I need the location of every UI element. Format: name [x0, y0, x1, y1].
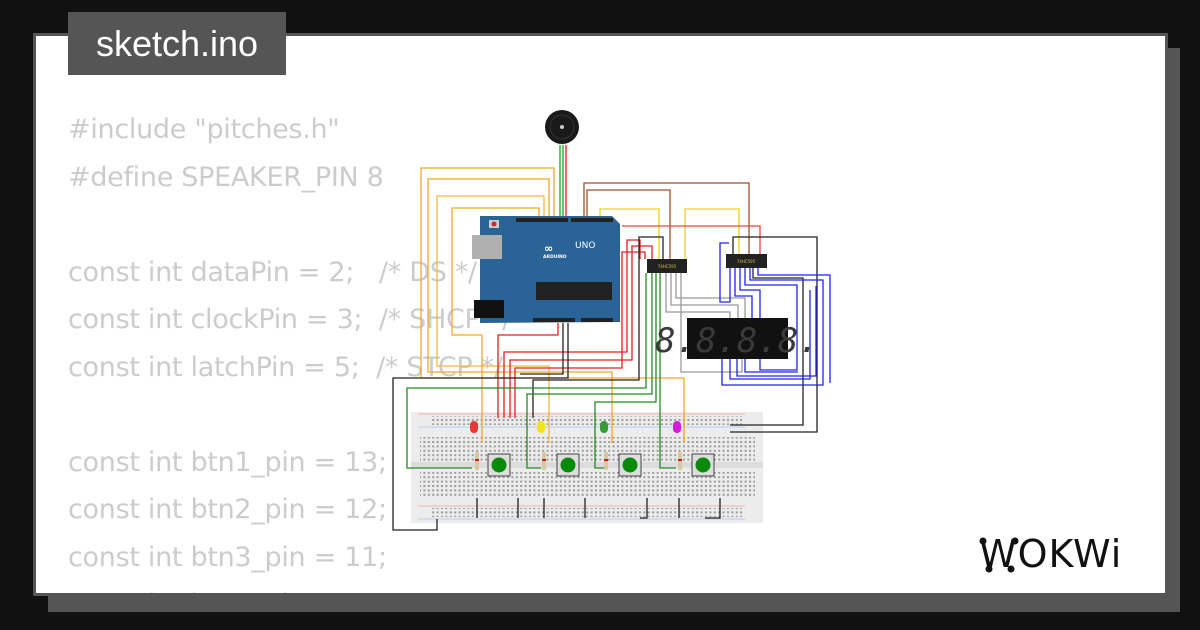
resistor-band: [604, 459, 608, 461]
led: [537, 421, 545, 433]
led: [673, 421, 681, 433]
resistor-band: [542, 459, 546, 461]
shift-register-2: 74HC595: [726, 254, 767, 268]
pushbutton-cap: [695, 457, 711, 473]
file-tab[interactable]: sketch.ino: [68, 12, 286, 75]
buzzer: [545, 110, 579, 144]
board-label: UNO: [575, 241, 595, 251]
wokwi-logo-text: WOKWi: [979, 532, 1122, 576]
svg-text:74HC595: 74HC595: [737, 259, 756, 264]
code-line: #define SPEAKER_PIN 8: [68, 161, 384, 193]
board-brand: ARDUINO: [543, 254, 567, 260]
pushbutton-cap: [622, 457, 638, 473]
wires: [392, 145, 831, 531]
shift-register-1: 74HC595: [647, 259, 687, 273]
led: [470, 421, 478, 433]
resistor-band: [678, 459, 682, 461]
code-line: const int latchPin = 5; /* STCP */: [68, 351, 503, 383]
code-preview: #include "pitches.h" #define SPEAKER_PIN…: [68, 106, 511, 593]
svg-text:∞: ∞: [544, 242, 553, 255]
code-line: #include "pitches.h": [68, 114, 340, 145]
display-digits: 8.8.8.8.: [655, 321, 819, 361]
seven-segment-display: 8.8.8.8.: [655, 318, 819, 361]
led: [600, 421, 608, 433]
pushbutton-cap: [560, 457, 576, 473]
arduino-uno: ∞ UNO ARDUINO: [472, 216, 620, 323]
code-line: const int btn2_pin = 12;: [68, 494, 387, 525]
wokwi-logo: WOKWi: [979, 532, 1122, 576]
svg-text:74HC595: 74HC595: [658, 264, 677, 269]
code-line: const int btn4_pin = 10;: [68, 581, 511, 593]
code-line: const int btn3_pin = 11;: [68, 541, 387, 573]
code-line: const int btn1_pin = 13;: [68, 446, 387, 478]
pushbutton-cap: [491, 457, 507, 473]
resistor-band: [475, 459, 479, 461]
